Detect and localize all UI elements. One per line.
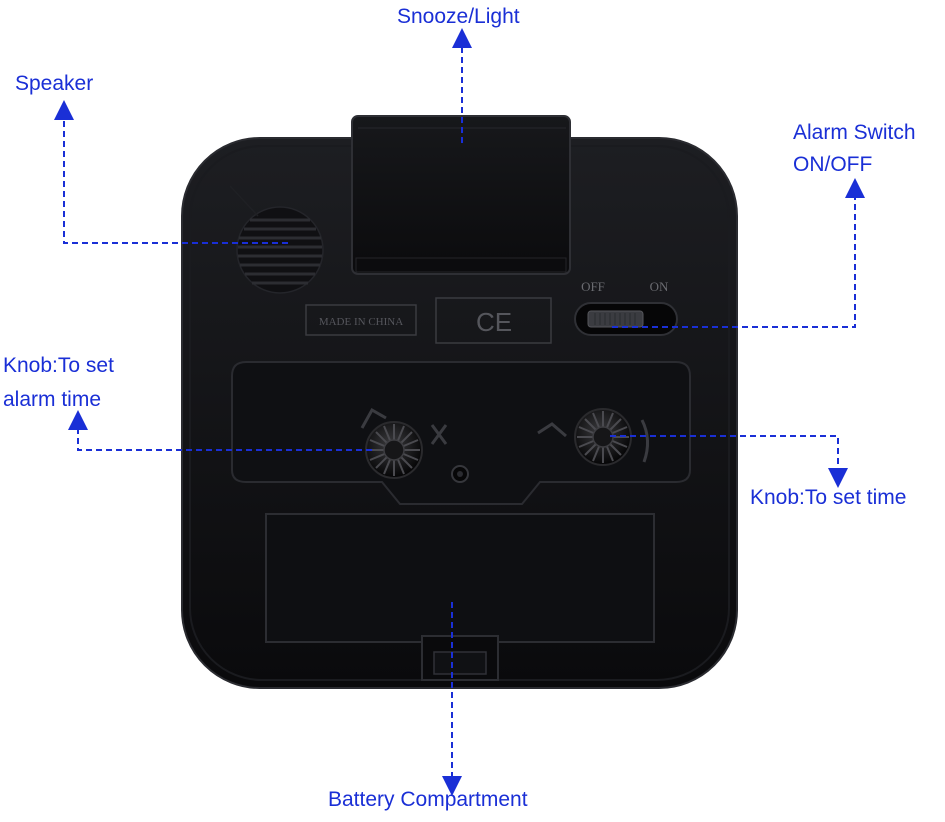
made-in-china-label: MADE IN CHINA: [305, 304, 417, 336]
snooze-light-button[interactable]: [351, 115, 571, 275]
time-knob[interactable]: [537, 408, 649, 466]
speaker-grille-icon: [229, 185, 324, 294]
leader-alarm-switch: [612, 178, 865, 328]
callout-leaders: [54, 28, 865, 796]
alarm-time-knob[interactable]: [360, 407, 448, 479]
battery-label: Battery Compartment: [328, 788, 528, 811]
leader-knob-time: [610, 435, 848, 488]
reset-hole: [451, 465, 469, 483]
battery-compartment[interactable]: [265, 513, 655, 681]
knob-panel: [231, 361, 691, 505]
alarm-switch[interactable]: OFF ON: [574, 279, 678, 336]
knob-alarm-label-line2: alarm time: [3, 388, 102, 411]
speaker-label: Speaker: [15, 72, 94, 95]
knob-time-label: Knob:To set time: [750, 486, 907, 509]
snooze-light-label: Snooze/Light: [397, 5, 520, 28]
alarm-switch-state-label: ON/OFF: [793, 153, 873, 176]
leader-knob-alarm: [68, 410, 372, 451]
knob-alarm-label-line1: Knob:To set: [3, 354, 114, 377]
ce-mark-icon: CE: [435, 297, 552, 344]
switch-off-label: OFF: [581, 279, 605, 294]
switch-on-label: ON: [650, 279, 669, 294]
ce-text: CE: [476, 307, 512, 337]
made-in-text: MADE IN CHINA: [319, 316, 403, 328]
alarm-switch-label: Alarm Switch: [793, 121, 916, 144]
leader-speaker: [54, 100, 288, 244]
